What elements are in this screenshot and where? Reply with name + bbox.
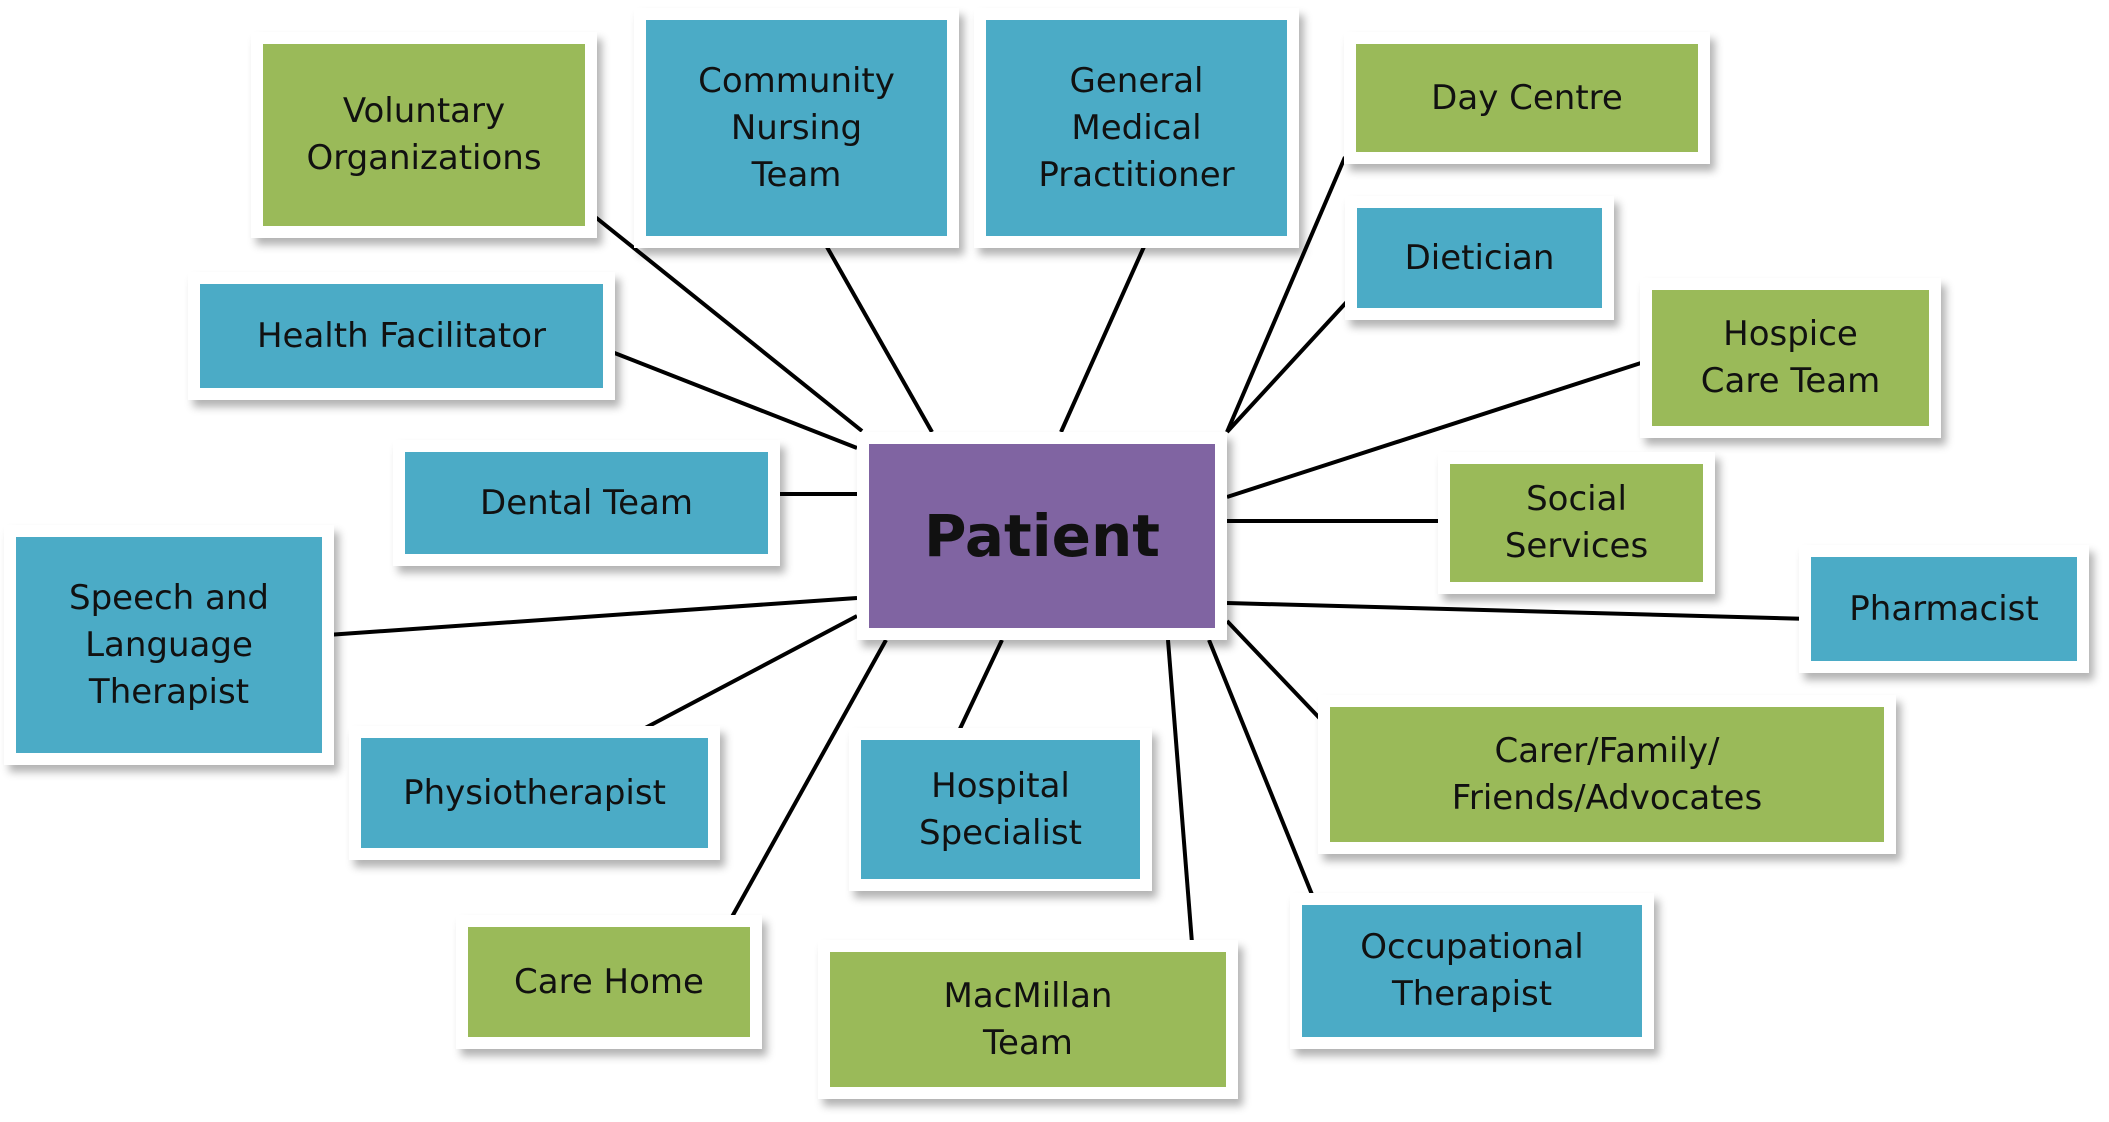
link-hospital-specialist (956, 639, 1004, 734)
link-health-facilitator (611, 350, 858, 450)
link-voluntary (592, 214, 864, 433)
carer-family-label: Carer/Family/ Friends/Advocates (1451, 730, 1763, 818)
macmillan-team-label: MacMillan Team (943, 975, 1113, 1063)
link-occupational (1207, 639, 1315, 898)
pharmacist-label: Pharmacist (1849, 588, 2039, 629)
community-nursing-team-label: Community Nursing Team (698, 60, 895, 195)
speech-language-therapist-node: Speech and Language Therapist (4, 525, 334, 765)
hospital-specialist-label: Hospital Specialist (919, 765, 1082, 853)
health-facilitator-label: Health Facilitator (256, 315, 547, 356)
hospice-care-team-node: Hospice Care Team (1640, 278, 1941, 438)
speech-language-therapist-label: Speech and Language Therapist (68, 577, 269, 712)
link-community-nursing (821, 239, 934, 433)
physiotherapist-label: Physiotherapist (403, 772, 666, 813)
macmillan-team-node: MacMillan Team (818, 940, 1238, 1099)
link-dietician (1225, 292, 1356, 434)
general-medical-practitioner-label: General Medical Practitioner (1038, 60, 1235, 195)
patient-label: Patient (923, 501, 1161, 570)
link-physio (631, 614, 858, 737)
link-gp (1059, 239, 1149, 433)
link-carer (1225, 619, 1330, 729)
patient-node: Patient (857, 432, 1227, 640)
health-facilitator-node: Health Facilitator (188, 272, 615, 400)
voluntary-organizations-label: Voluntary Organizations (306, 91, 542, 178)
link-macmillan (1166, 639, 1194, 944)
link-care-home (726, 639, 888, 925)
social-services-node: Social Services (1438, 452, 1715, 594)
occupational-therapist-label: Occupational Therapist (1360, 927, 1584, 1014)
dietician-label: Dietician (1404, 237, 1555, 278)
general-medical-practitioner-node: General Medical Practitioner (974, 8, 1299, 248)
hospital-specialist-node: Hospital Specialist (849, 728, 1152, 891)
carer-family-node: Carer/Family/ Friends/Advocates (1318, 695, 1896, 854)
care-home-label: Care Home (514, 961, 704, 1002)
dental-team-node: Dental Team (393, 440, 780, 566)
day-centre-label: Day Centre (1431, 77, 1623, 118)
social-services-label: Social Services (1504, 479, 1649, 566)
link-pharmacist (1226, 601, 1812, 621)
care-home-node: Care Home (456, 915, 762, 1049)
hospice-care-team-label: Hospice Care Team (1700, 314, 1881, 401)
dental-team-label: Dental Team (480, 482, 693, 523)
pharmacist-node: Pharmacist (1799, 545, 2089, 673)
dietician-node: Dietician (1345, 196, 1614, 320)
community-nursing-team-node: Community Nursing Team (634, 8, 959, 248)
link-day-centre (1225, 156, 1347, 433)
day-centre-node: Day Centre (1344, 32, 1710, 164)
link-speech (326, 596, 858, 637)
voluntary-organizations-node: Voluntary Organizations (251, 32, 597, 238)
occupational-therapist-node: Occupational Therapist (1290, 893, 1654, 1049)
physiotherapist-node: Physiotherapist (349, 726, 720, 860)
link-hospice (1226, 360, 1645, 499)
